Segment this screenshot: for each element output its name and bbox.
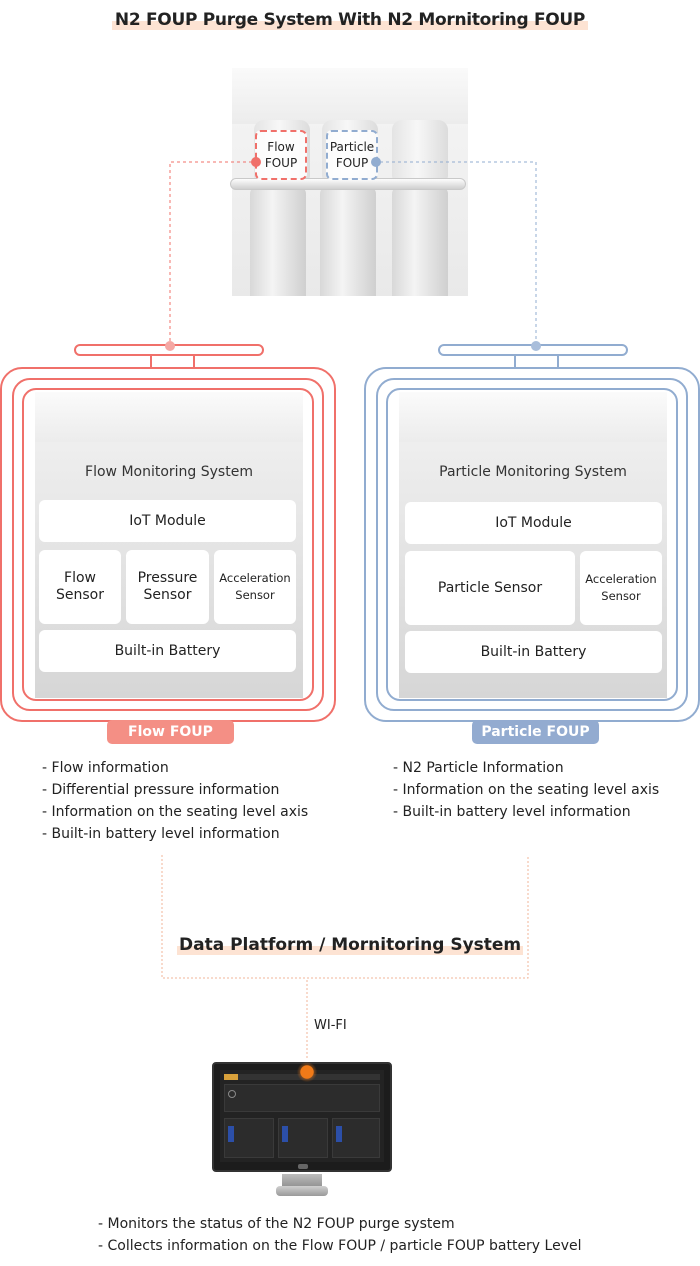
- particle-info-item: N2 Particle Information: [393, 757, 659, 779]
- flow-info-item: Flow information: [42, 757, 308, 779]
- flow-foup-tag: Flow FOUP: [255, 130, 307, 180]
- rack-top: [232, 68, 468, 124]
- screen-logo: [224, 1074, 238, 1080]
- particle-sensor-card: Particle Sensor: [405, 551, 575, 625]
- monitor-stand: [282, 1174, 322, 1188]
- platform-title: Data Platform / Mornitoring System: [177, 935, 524, 955]
- monitor-logo: [298, 1164, 308, 1169]
- particle-info-list: N2 Particle Information Information on t…: [393, 757, 660, 823]
- particle-dot-icon: [371, 157, 381, 167]
- flow-stem-right: [193, 354, 195, 368]
- flow-mid-frame: [12, 378, 324, 711]
- flow-stem-left: [150, 354, 152, 368]
- platform-note-item: Monitors the status of the N2 FOUP purge…: [98, 1213, 582, 1235]
- particle-info-item: Information on the seating level axis: [393, 779, 660, 801]
- platform-title-text: Data Platform / Mornitoring System: [177, 935, 524, 955]
- flow-info-list: Flow information Differential pressure i…: [42, 757, 309, 845]
- flow-info-item: Built-in battery level information: [42, 823, 308, 845]
- particle-connector-dot-icon: [531, 341, 541, 351]
- flow-dot-icon: [251, 157, 261, 167]
- monitor-base: [276, 1186, 328, 1196]
- particle-acceleration-sensor-card: Acceleration Sensor: [580, 551, 662, 625]
- flow-connector-dot-icon: [165, 341, 175, 351]
- platform-notes-list: Monitors the status of the N2 FOUP purge…: [98, 1213, 582, 1257]
- screen-status-ring: [228, 1090, 236, 1098]
- pressure-sensor-card: Pressure Sensor: [126, 550, 209, 624]
- particle-mid-frame: [376, 378, 688, 711]
- flow-info-item: Information on the seating level axis: [42, 801, 309, 823]
- wifi-label: WI-FI: [314, 1018, 347, 1033]
- rack-cylinder-3: [392, 186, 448, 296]
- rack-cylinder-2: [320, 186, 376, 296]
- flow-acceleration-sensor-card: Acceleration Sensor: [214, 550, 296, 624]
- particle-stem-right: [557, 354, 559, 368]
- screen-card-3-indicator: [336, 1126, 342, 1142]
- rack-cylinder-1: [250, 186, 306, 296]
- monitor-icon: [212, 1062, 392, 1172]
- flow-system-title: Flow Monitoring System: [85, 464, 253, 480]
- monitor-screen: [220, 1070, 384, 1162]
- particle-info-item: Built-in battery level information: [393, 801, 659, 823]
- flow-battery-card: Built-in Battery: [39, 630, 296, 672]
- screen-card-1-indicator: [228, 1126, 234, 1142]
- platform-bracket-line: [161, 855, 529, 979]
- particle-connector-line: [380, 161, 537, 344]
- platform-note-item: Collects information on the Flow FOUP / …: [98, 1235, 582, 1257]
- particle-inner-frame: [386, 388, 678, 701]
- page-title: N2 FOUP Purge System With N2 Mornitoring…: [0, 10, 700, 30]
- particle-stem-left: [514, 354, 516, 368]
- flow-connector-line: [169, 161, 252, 344]
- page-title-text: N2 FOUP Purge System With N2 Mornitoring…: [111, 10, 589, 30]
- particle-system-title: Particle Monitoring System: [439, 464, 627, 480]
- flow-system-box-top: [35, 392, 303, 442]
- screen-card-2-indicator: [282, 1126, 288, 1142]
- particle-foup-tag: Particle FOUP: [326, 130, 378, 180]
- flow-iot-module: IoT Module: [39, 500, 296, 542]
- flow-info-item: Differential pressure information: [42, 779, 308, 801]
- particle-foup-label: Particle FOUP: [472, 720, 599, 744]
- flow-acceleration-sensor-label: Acceleration Sensor: [219, 571, 291, 602]
- particle-iot-module: IoT Module: [405, 502, 662, 544]
- flow-sensor-card: Flow Sensor: [39, 550, 121, 624]
- particle-system-box-top: [399, 392, 667, 442]
- particle-battery-card: Built-in Battery: [405, 631, 662, 673]
- flow-inner-frame: [22, 388, 314, 701]
- screen-summary-panel: [224, 1084, 380, 1112]
- particle-acceleration-sensor-label: Acceleration Sensor: [585, 572, 657, 603]
- rack-slot-3: [392, 120, 448, 180]
- flow-foup-label: Flow FOUP: [107, 720, 234, 744]
- wifi-dot-icon: [297, 1062, 317, 1082]
